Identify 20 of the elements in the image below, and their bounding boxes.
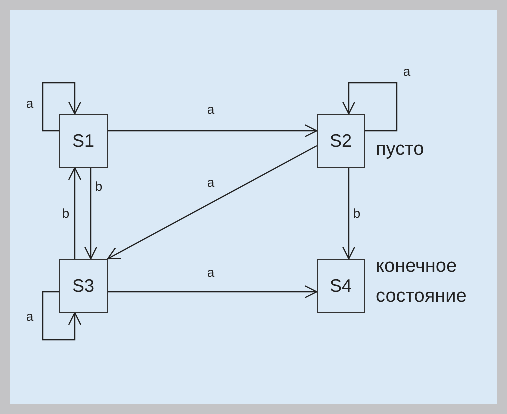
- edge-label: b: [61, 207, 71, 221]
- state-label: S4: [330, 276, 352, 296]
- transition-arrow: [108, 285, 318, 299]
- state-note: конечное состояние: [376, 255, 468, 309]
- transition-arrow: [342, 168, 356, 260]
- self-loop-arrow: [42, 82, 82, 132]
- transition-arrow: [68, 167, 82, 259]
- edge-label: b: [94, 180, 104, 194]
- self-loop-arrow: [342, 82, 398, 132]
- transition-arrow: [84, 168, 98, 260]
- edge-label: b: [352, 207, 362, 221]
- state-box: [59, 114, 108, 168]
- state-box: [59, 259, 108, 313]
- state-note: пусто: [376, 138, 426, 162]
- transition-arrow: [107, 145, 318, 260]
- state-label: S2: [330, 130, 352, 152]
- state-label: S1: [72, 130, 95, 152]
- transition-arrow: [108, 124, 318, 138]
- state-label: S3: [72, 276, 95, 296]
- self-loop-arrow: [42, 291, 82, 341]
